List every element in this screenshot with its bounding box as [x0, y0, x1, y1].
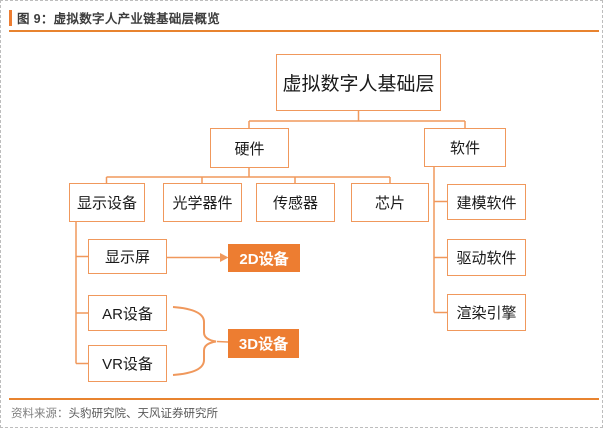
node-optics: 光学器件: [163, 183, 242, 222]
node-chip: 芯片: [351, 183, 429, 222]
node-display-device: 显示设备: [69, 183, 145, 222]
node-hardware: 硬件: [210, 128, 289, 168]
figure-title-bar: 图 9：虚拟数字人产业链基础层概览: [9, 8, 220, 27]
title-accent-bar: [9, 9, 12, 26]
source-divider: [9, 398, 599, 400]
node-2d-device: 2D设备: [228, 244, 300, 272]
source-text: 头豹研究院、天风证券研究所: [68, 408, 219, 420]
node-driver: 驱动软件: [447, 239, 526, 276]
title-divider: [9, 30, 599, 32]
node-modeling: 建模软件: [447, 184, 526, 220]
node-render-engine: 渲染引擎: [447, 294, 526, 331]
connector-root-children: [248, 111, 466, 128]
node-root: 虚拟数字人基础层: [276, 54, 441, 111]
node-vr-device: VR设备: [88, 345, 167, 382]
source-label: 资料来源：: [11, 408, 69, 420]
connector-software-children: [433, 167, 447, 314]
source-line: 资料来源：头豹研究院、天风证券研究所: [11, 405, 218, 421]
node-ar-device: AR设备: [88, 295, 167, 331]
figure-title: 图 9：虚拟数字人产业链基础层概览: [17, 12, 221, 26]
connector-display-children: [75, 222, 88, 365]
node-screen: 显示屏: [88, 239, 167, 274]
brace-ar-vr-icon: [172, 306, 217, 376]
node-software: 软件: [424, 128, 506, 167]
connector-brace-to-3d: [216, 340, 229, 343]
connector-hardware-children: [105, 168, 391, 183]
node-3d-device: 3D设备: [228, 329, 299, 358]
node-sensor: 传感器: [256, 183, 335, 222]
